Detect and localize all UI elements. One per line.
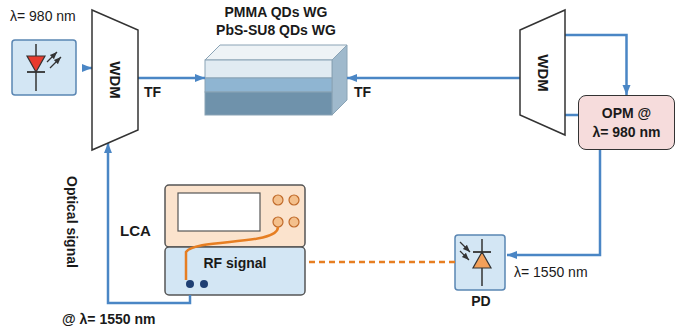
rf-cable — [186, 227, 278, 280]
lca-node: LCA RF signal — [120, 185, 305, 295]
port — [289, 217, 299, 227]
fiber-link — [138, 77, 205, 80]
waveguide-top — [205, 45, 347, 60]
node-text: λ= 980 nm — [579, 124, 674, 140]
qd-layer — [205, 78, 332, 92]
port — [289, 195, 299, 205]
fiber-link — [108, 143, 190, 303]
port — [200, 280, 208, 288]
edge-label: TF — [142, 84, 163, 100]
wdm-box: WDM — [92, 10, 138, 150]
instrument-screen — [178, 193, 260, 231]
laser-source — [12, 40, 76, 95]
pmma-layer — [205, 60, 332, 78]
node-text: RF signal — [180, 255, 290, 271]
laser-node: λ= 980 nm — [8, 4, 82, 96]
lca-instrument — [165, 185, 305, 295]
fiber-link — [565, 35, 627, 95]
fiber-link — [82, 67, 92, 70]
wdm-outline — [520, 10, 565, 135]
diode-symbol — [473, 252, 491, 268]
signal-label: @ λ= 1550 nm — [60, 311, 157, 327]
light-arrow — [460, 242, 470, 252]
rf-link — [305, 261, 455, 264]
port — [273, 217, 283, 227]
power-meter-box: OPM @ λ= 980 nm — [578, 95, 675, 150]
photodiode-housing — [455, 235, 505, 290]
port — [273, 195, 283, 205]
node-text: PbS-SU8 QDs WG — [205, 22, 347, 38]
port — [186, 280, 194, 288]
diode-bar — [473, 251, 491, 253]
emission-arrow — [50, 57, 61, 68]
fiber-link — [347, 77, 520, 80]
light-arrow — [460, 251, 469, 260]
device-name: WDM — [535, 54, 551, 92]
wdm-box: WDM — [520, 10, 565, 135]
wavelength-label: λ= 1550 nm — [512, 264, 590, 280]
emission-arrow — [47, 52, 57, 62]
laser-housing — [12, 40, 76, 95]
node-text: OPM @ — [579, 105, 674, 121]
node-text: PMMA QDs WG — [205, 4, 347, 20]
diode-symbol — [27, 56, 45, 72]
edge-label: TF — [352, 84, 373, 100]
node-text: LCA — [120, 223, 162, 239]
wdm-outline — [92, 10, 138, 150]
device-name: WDM — [107, 61, 123, 99]
photodiode — [455, 235, 505, 290]
diode-bar — [27, 71, 45, 73]
waveguide-node: PMMA QDs WG PbS-SU8 QDs WG — [205, 2, 347, 115]
instrument-top — [165, 185, 305, 247]
waveguide-side — [332, 45, 347, 115]
node-text: λ= 980 nm — [10, 8, 82, 24]
waveguide-block — [205, 45, 347, 115]
signal-label: Optical signal — [64, 174, 80, 270]
substrate-layer — [205, 92, 332, 115]
photodiode-node: PD — [455, 235, 507, 310]
node-text: PD — [455, 293, 507, 309]
